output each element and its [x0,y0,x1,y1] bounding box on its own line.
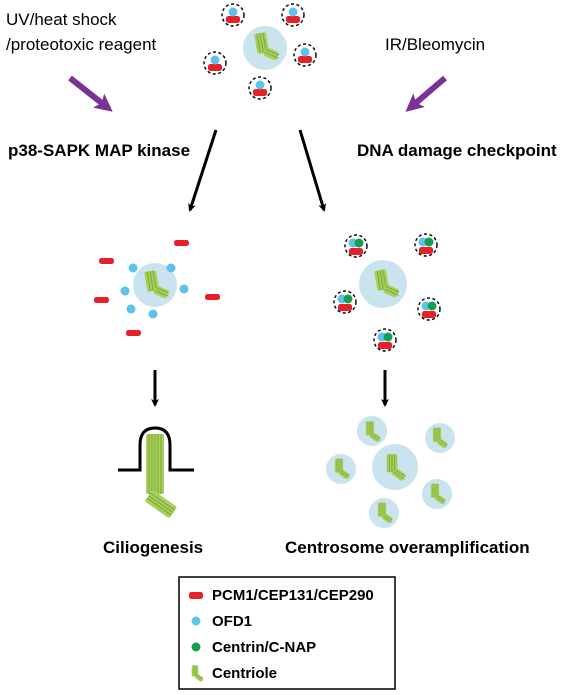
arrow-left-branch [188,129,218,212]
blue-dot-icon [191,616,201,626]
stress-label-line1: UV/heat shock [6,10,117,29]
legend-box [178,576,396,690]
p38-label: p38-SAPK MAP kinase [8,141,190,160]
pcm1-bar [126,330,141,336]
satellite-icon [293,43,317,67]
satellite-icon [248,76,272,100]
daughter-centriole [145,490,177,518]
stimulus-arrow-left [68,75,113,112]
satellite-icon [281,3,305,27]
satellite-icon [414,233,438,257]
top-centrosome [203,3,317,100]
satellite-icon [344,234,368,258]
legend-label: OFD1 [212,613,252,630]
legend-label: Centrin/C-NAP [212,639,316,656]
pcm1-bar [94,297,109,303]
pcm1-bar [99,258,114,264]
ofd1-dot [120,286,130,296]
satellite-icon [203,51,227,75]
damage-label: IR/Bleomycin [385,35,485,54]
arrow-right-branch [298,129,327,212]
red-bar-icon [189,592,203,599]
ofd1-dot [128,263,138,273]
satellite-icon [333,290,357,314]
ofd1-dot [148,309,158,319]
satellite-icon [221,3,245,27]
pcm1-bar [205,294,220,300]
stimulus-arrow-right [405,75,447,112]
right-centrosome [333,233,441,352]
overamp-label: Centrosome overamplification [285,538,530,557]
stress-label-line2: /proteotoxic reagent [6,35,157,54]
legend-label: Centriole [212,665,277,682]
pcm1-bar [174,240,189,246]
green-dot-icon [191,642,201,652]
satellite-icon [373,328,397,352]
cilium [118,426,194,518]
legend: PCM1/CEP131/CEP290 OFD1 Centrin/C-NAP Ce… [178,576,396,690]
satellite-icon [417,297,441,321]
overamplified-centrosomes [326,416,455,528]
left-centrosome [94,240,220,336]
ofd1-dot [126,304,136,314]
checkpoint-label: DNA damage checkpoint [357,141,557,160]
ofd1-dot [179,284,189,294]
ciliogenesis-label: Ciliogenesis [103,538,203,557]
ofd1-dot [166,263,176,273]
ciliary-membrane [118,426,194,472]
legend-label: PCM1/CEP131/CEP290 [212,587,374,604]
